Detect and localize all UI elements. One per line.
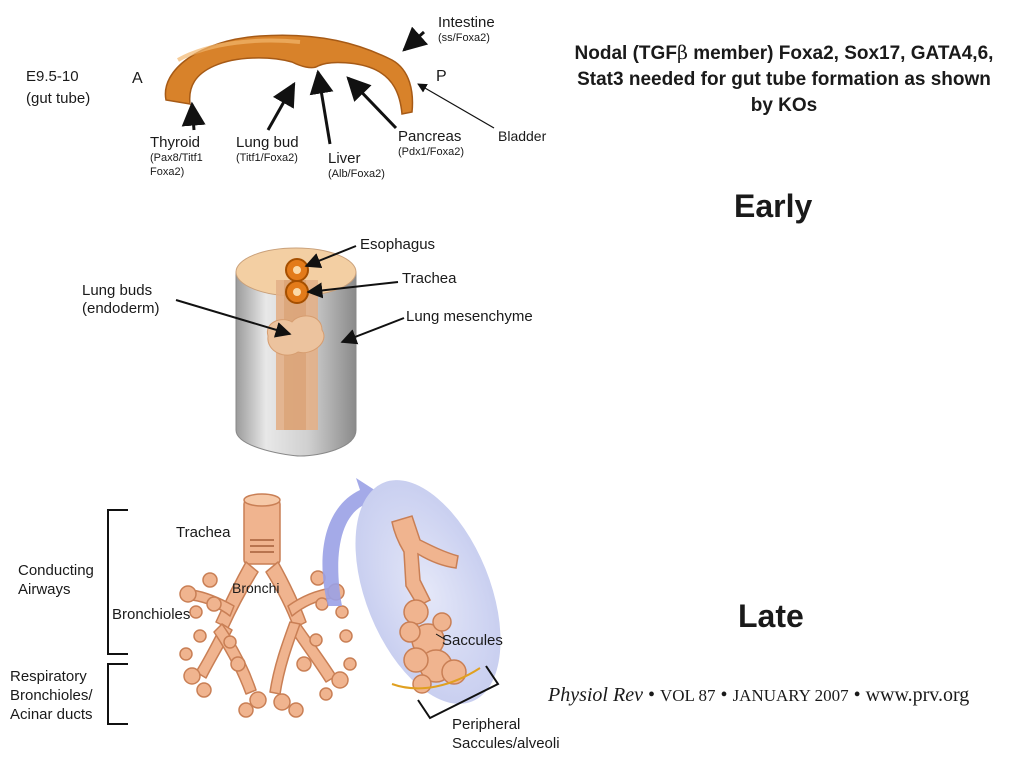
saccule-glow [355, 480, 501, 704]
bronchioles-label: Bronchioles [112, 606, 191, 623]
peripheral-label-1: Peripheral [452, 716, 521, 733]
stage-sublabel: (gut tube) [26, 90, 91, 107]
gut-tube-drawing [164, 34, 414, 115]
headline-part-1: Nodal (TGF [574, 43, 677, 64]
cross-section-arrows [175, 245, 405, 345]
bronchi-label: Bronchi [232, 580, 280, 596]
liver-markers: (Alb/Foxa2) [328, 168, 385, 180]
lung-buds-sublabel: (endoderm) [82, 300, 160, 317]
airway-trachea-label: Trachea [176, 524, 231, 541]
airway-tree-drawing [179, 493, 357, 718]
cross-section-drawing [235, 247, 357, 457]
pancreas-markers: (Pdx1/Foxa2) [398, 146, 465, 158]
thyroid-markers-2: Foxa2) [150, 166, 185, 178]
bladder-pointer [417, 83, 495, 129]
respiratory-label-1: Respiratory [10, 668, 87, 685]
citation-separator-1: • [642, 684, 660, 706]
bladder-label: Bladder [498, 128, 547, 144]
esophagus-label: Esophagus [360, 236, 436, 253]
lung-bud-markers: (Titf1/Foxa2) [236, 152, 298, 164]
thyroid-label: Thyroid [150, 134, 201, 151]
posterior-label: P [436, 68, 447, 85]
lung-buds-label: Lung buds [82, 282, 153, 299]
gut-tube-arrows [181, 26, 429, 145]
brackets [107, 509, 500, 725]
beta-symbol: β [676, 42, 688, 64]
citation-separator-2: • [715, 684, 733, 706]
slide-headline: Nodal (TGFβ member) Foxa2, Sox17, GATA4,… [572, 40, 996, 119]
headline-part-2: member) Foxa2, Sox17, GATA4,6, Stat3 nee… [577, 43, 994, 116]
stage-label: E9.5-10 [26, 68, 79, 85]
respiratory-label-2: Bronchioles/ [10, 687, 93, 704]
journal-citation: Physiol Rev • VOL 87 • JANUARY 2007 • ww… [548, 684, 969, 707]
anterior-label: A [132, 70, 143, 87]
citation-url: www.prv.org [865, 684, 970, 706]
liver-label: Liver [328, 150, 361, 167]
intestine-label: Intestine [438, 14, 495, 31]
early-label: Early [734, 188, 813, 224]
lung-bud-label: Lung bud [236, 134, 299, 151]
saccule-basement [391, 667, 481, 690]
thyroid-markers-1: (Pax8/Titf1 [150, 152, 203, 164]
citation-volume: VOL 87 [659, 686, 716, 705]
citation-separator-3: • [848, 684, 866, 706]
citation-date: JANUARY 2007 [732, 686, 849, 705]
saccules-label: Saccules [442, 632, 503, 649]
conducting-label-1: Conducting [18, 562, 94, 579]
pancreas-label: Pancreas [398, 128, 462, 145]
trachea-label: Trachea [402, 270, 457, 287]
saccule-drawing [391, 515, 467, 694]
journal-name: Physiol Rev [548, 684, 643, 706]
respiratory-label-3: Acinar ducts [10, 706, 93, 723]
late-label: Late [738, 598, 804, 634]
lung-mesenchyme-label: Lung mesenchyme [406, 308, 533, 325]
conducting-label-2: Airways [18, 581, 71, 598]
peripheral-label-2: Saccules/alveoli [452, 735, 560, 752]
intestine-markers: (ss/Foxa2) [438, 32, 490, 44]
saccules-pointer [435, 633, 447, 641]
